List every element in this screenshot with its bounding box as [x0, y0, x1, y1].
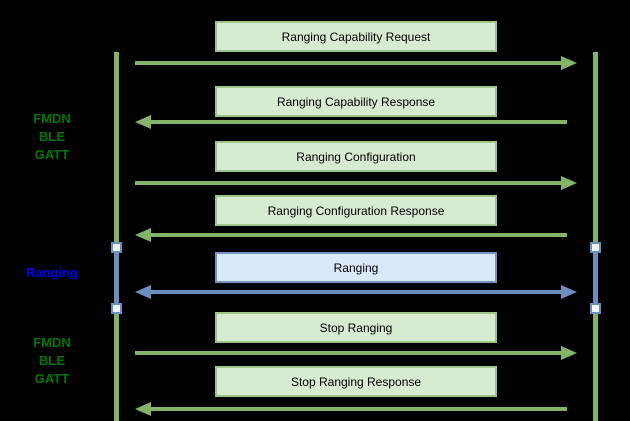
side-label-line: BLE — [39, 353, 65, 368]
arrowhead-left-icon — [135, 228, 151, 242]
message-arrow-left — [135, 402, 577, 416]
side-label-line: Ranging — [26, 265, 78, 280]
side-label-line: FMDN — [33, 335, 71, 350]
lifeline-left — [114, 52, 119, 421]
message-arrow-right — [135, 56, 577, 70]
activation-handle-top-left — [111, 242, 122, 253]
message-box: Ranging Configuration — [215, 141, 497, 172]
ranging-segment-left — [114, 249, 119, 307]
message-label: Ranging Capability Request — [281, 29, 431, 44]
arrowhead-right-icon — [561, 346, 577, 360]
arrowhead-left-icon — [135, 115, 151, 129]
ranging-segment-right — [593, 249, 598, 307]
arrowhead-left-icon — [135, 285, 151, 299]
arrow-line — [149, 407, 567, 411]
arrowhead-right-icon — [561, 285, 577, 299]
message-arrow-left — [135, 228, 577, 242]
activation-handle-bottom-left — [111, 303, 122, 314]
side-label-line: GATT — [34, 147, 70, 162]
message-label: Ranging Configuration — [296, 149, 416, 164]
arrow-line — [135, 61, 568, 65]
arrowhead-right-icon — [561, 56, 577, 70]
message-box: Ranging Capability Request — [215, 21, 497, 52]
arrow-line — [135, 181, 568, 185]
arrow-line — [149, 120, 567, 124]
arrowhead-left-icon — [135, 402, 151, 416]
message-box: Stop Ranging Response — [215, 366, 497, 397]
activation-handle-top-right — [590, 242, 601, 253]
side-label-fmdn-ble-gatt-top: FMDN BLE GATT — [0, 110, 104, 164]
message-label: Stop Ranging Response — [290, 374, 422, 389]
arrowhead-right-icon — [561, 176, 577, 190]
side-label-line: GATT — [34, 371, 70, 386]
message-box: Ranging Capability Response — [215, 86, 497, 117]
message-arrow-bidirectional — [135, 285, 577, 299]
message-arrow-right — [135, 346, 577, 360]
arrow-line — [149, 290, 568, 294]
side-label-ranging: Ranging — [0, 264, 104, 282]
message-arrow-left — [135, 115, 577, 129]
lifeline-right — [593, 52, 598, 421]
activation-handle-bottom-right — [590, 303, 601, 314]
message-label: Ranging — [333, 260, 379, 275]
message-label: Stop Ranging — [319, 320, 393, 335]
side-label-line: FMDN — [33, 111, 71, 126]
message-label: Ranging Configuration Response — [267, 203, 445, 218]
arrow-line — [135, 351, 568, 355]
message-label: Ranging Capability Response — [276, 94, 436, 109]
message-arrow-right — [135, 176, 577, 190]
side-label-line: BLE — [39, 129, 65, 144]
message-box: Ranging Configuration Response — [215, 195, 497, 226]
side-label-fmdn-ble-gatt-bottom: FMDN BLE GATT — [0, 334, 104, 388]
arrow-line — [149, 233, 567, 237]
message-box-ranging: Ranging — [215, 252, 497, 283]
message-box: Stop Ranging — [215, 312, 497, 343]
